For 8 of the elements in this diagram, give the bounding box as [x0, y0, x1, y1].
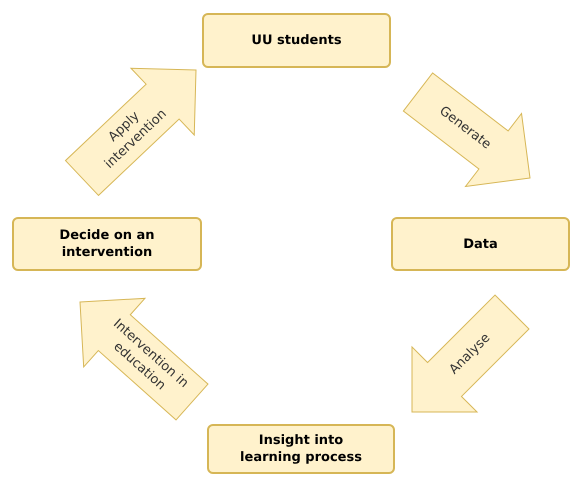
block-arrow	[64, 68, 197, 196]
process-box: Decide on an intervention	[12, 217, 202, 271]
block-arrow	[79, 298, 209, 421]
process-box: UU students	[202, 13, 391, 68]
process-box: Insight into learning process	[207, 424, 395, 474]
block-arrow	[412, 294, 530, 412]
block-arrow	[402, 72, 531, 188]
process-box: Data	[391, 217, 570, 271]
